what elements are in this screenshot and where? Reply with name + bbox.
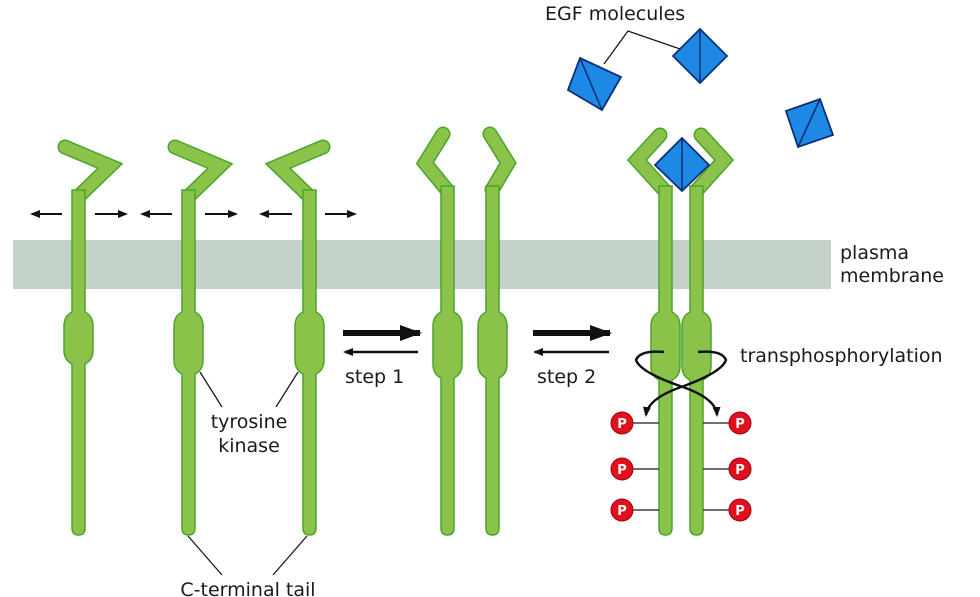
step1-equilibrium-arrows <box>343 325 422 356</box>
egf-label-leader <box>603 30 681 65</box>
phosphate-left-1: P <box>610 411 634 435</box>
svg-text:P: P <box>735 504 745 519</box>
egf-molecules-label: EGF molecules <box>545 3 685 25</box>
phosphate-right-3: P <box>728 498 752 522</box>
step2-equilibrium-arrows <box>533 325 612 356</box>
phosphate-right-1: P <box>728 411 752 435</box>
svg-text:P: P <box>617 417 627 432</box>
receptor-dimer <box>415 126 517 536</box>
receptor-monomer-1 <box>57 139 124 536</box>
phosphate-right-2: P <box>728 457 752 481</box>
svg-text:P: P <box>617 463 627 478</box>
tyrosine-kinase-label-line1: tyrosine <box>211 411 288 433</box>
membrane-label-line2: membrane <box>840 265 944 287</box>
c-terminal-leader-right <box>272 535 308 576</box>
tyrosine-kinase-leader-left <box>199 371 223 408</box>
c-terminal-tail-label: C-terminal tail <box>180 579 315 597</box>
egf-molecule-bound <box>653 136 711 193</box>
step1-label: step 1 <box>345 366 404 388</box>
phosphate-groups: P P P P P P <box>610 411 752 522</box>
transphosphorylation-label: transphosphorylation <box>740 345 943 367</box>
egf-molecule-free-2 <box>671 27 729 85</box>
plasma-membrane <box>13 240 831 289</box>
receptor-activated-dimer <box>626 127 735 536</box>
transphosphorylation-arrows <box>634 350 728 417</box>
phosphate-left-2: P <box>610 457 634 481</box>
egf-molecule-free-3 <box>784 97 835 149</box>
membrane-label-line1: plasma <box>840 242 909 264</box>
tyrosine-kinase-leader-right <box>275 371 299 408</box>
svg-text:P: P <box>735 463 745 478</box>
tyrosine-kinase-label-line2: kinase <box>218 435 280 457</box>
receptor-monomer-2 <box>167 139 234 536</box>
egf-molecule-free-1 <box>566 56 623 112</box>
step2-label: step 2 <box>537 366 596 388</box>
c-terminal-leader-left <box>187 535 223 576</box>
phosphate-left-3: P <box>610 498 634 522</box>
svg-text:P: P <box>617 504 627 519</box>
svg-text:P: P <box>735 417 745 432</box>
receptor-monomer-3 <box>264 139 331 536</box>
